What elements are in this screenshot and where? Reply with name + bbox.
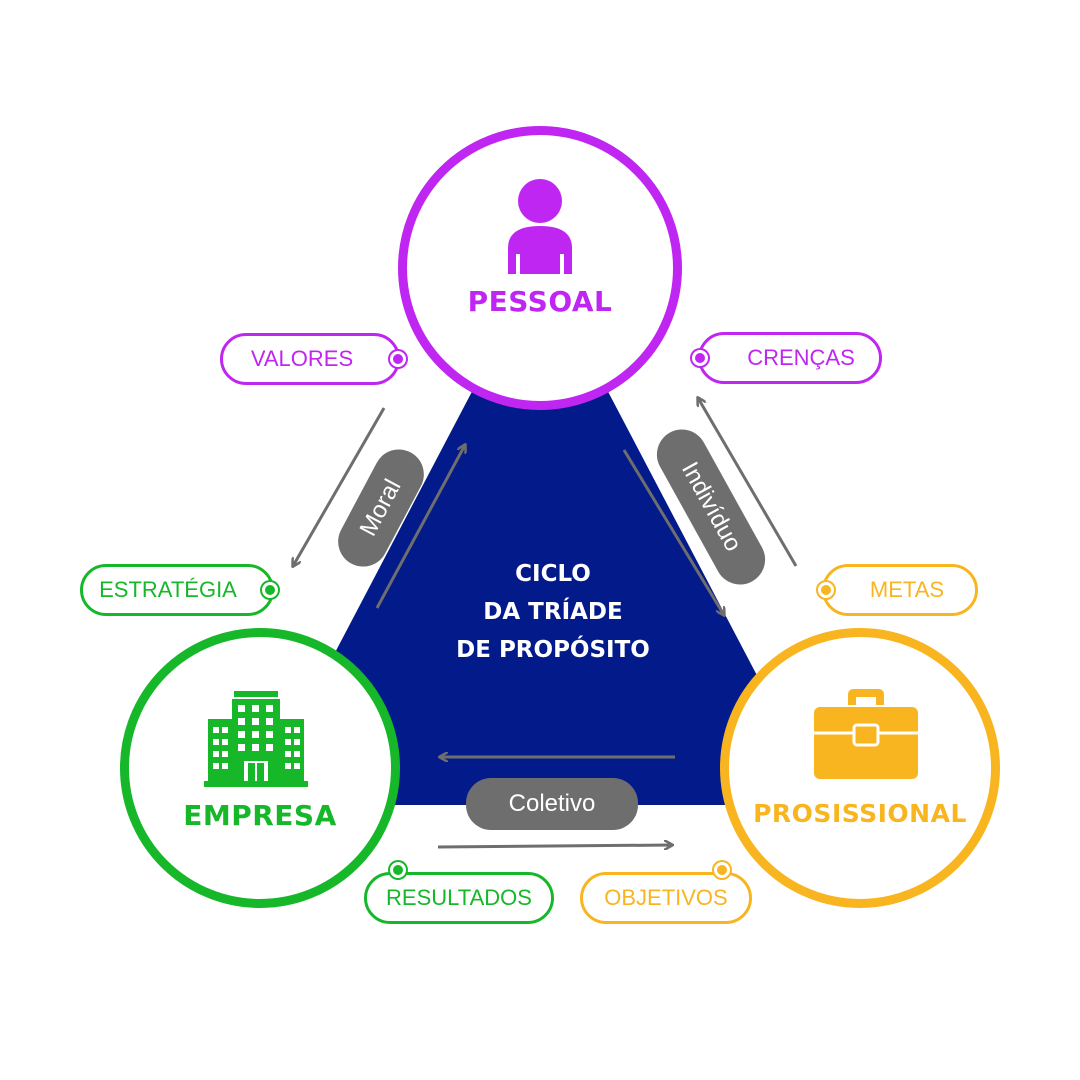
- tag-crencas-dot: [692, 350, 708, 366]
- tag-objetivos: OBJETIVOS: [580, 872, 752, 924]
- arrow-metas-to-crencas: [698, 398, 798, 567]
- tag-resultados-dot: [390, 862, 406, 878]
- center-title-line-2: DA TRÍADE: [483, 599, 623, 625]
- tag-objetivos-dot: [714, 862, 730, 878]
- edge-label-coletivo: Coletivo: [466, 778, 638, 830]
- node-profissional: PROSISSIONAL: [720, 628, 1000, 908]
- central-triangle: [255, 262, 825, 805]
- arrow-empresa-to-pessoal: [375, 445, 465, 609]
- tag-metas: METAS: [822, 564, 978, 616]
- tag-metas-dot: [818, 582, 834, 598]
- node-empresa-label: EMPRESA: [183, 799, 337, 832]
- arrow-valores-to-estrategia: [293, 407, 386, 566]
- tag-valores: VALORES: [220, 333, 400, 385]
- center-title-line-3: DE PROPÓSITO: [456, 637, 650, 663]
- node-pessoal-label: PESSOAL: [467, 285, 613, 318]
- tag-estrategia-dot: [262, 582, 278, 598]
- person-icon: [508, 179, 572, 274]
- arrow-resultados-to-objetivos: [437, 845, 672, 847]
- node-empresa: EMPRESA: [120, 628, 400, 908]
- center-title-line-1: CICLO: [515, 561, 591, 587]
- tag-estrategia: ESTRATÉGIA: [80, 564, 274, 616]
- tag-valores-dot: [390, 351, 406, 367]
- building-icon: [204, 691, 308, 787]
- node-profissional-label: PROSISSIONAL: [753, 799, 967, 828]
- briefcase-icon: [814, 689, 918, 779]
- tag-resultados: RESULTADOS: [364, 872, 554, 924]
- arrow-pessoal-to-profissional: [622, 449, 724, 615]
- center-title: CICLO DA TRÍADE DE PROPÓSITO: [420, 555, 686, 669]
- tag-crencas: CRENÇAS: [698, 332, 882, 384]
- node-pessoal: PESSOAL: [398, 126, 682, 410]
